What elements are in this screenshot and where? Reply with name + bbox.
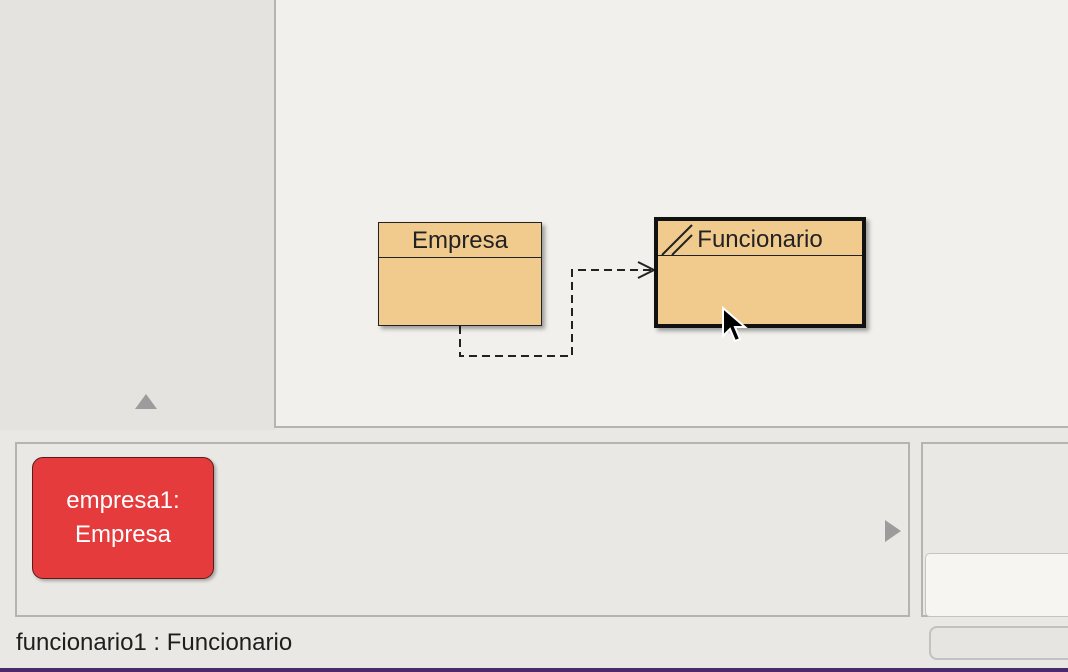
object-empresa1[interactable]: empresa1: Empresa [32, 457, 214, 579]
status-bar-text: funcionario1 : Funcionario [16, 629, 293, 656]
side-panel-field[interactable] [925, 553, 1068, 617]
class-diagram-canvas[interactable]: Empresa Funcionario [274, 0, 1068, 428]
dependency-arrow [459, 261, 657, 357]
scroll-up-arrow-icon[interactable] [135, 394, 157, 409]
object-bench: empresa1: Empresa [15, 442, 910, 617]
window-bottom-edge [0, 668, 1068, 672]
class-name: Empresa [379, 223, 541, 258]
class-empresa[interactable]: Empresa [378, 222, 542, 326]
class-funcionario[interactable]: Funcionario [654, 217, 866, 328]
scroll-right-arrow-icon[interactable] [885, 520, 901, 542]
side-panel [921, 442, 1068, 617]
class-name: Funcionario [658, 221, 862, 256]
tool-panel [0, 0, 276, 430]
object-type: Empresa [74, 521, 172, 548]
mouse-pointer-icon [722, 306, 748, 343]
object-name: empresa1: [66, 487, 180, 514]
resize-handle-icon[interactable] [658, 221, 694, 257]
side-panel-bottom-field[interactable] [929, 626, 1068, 660]
